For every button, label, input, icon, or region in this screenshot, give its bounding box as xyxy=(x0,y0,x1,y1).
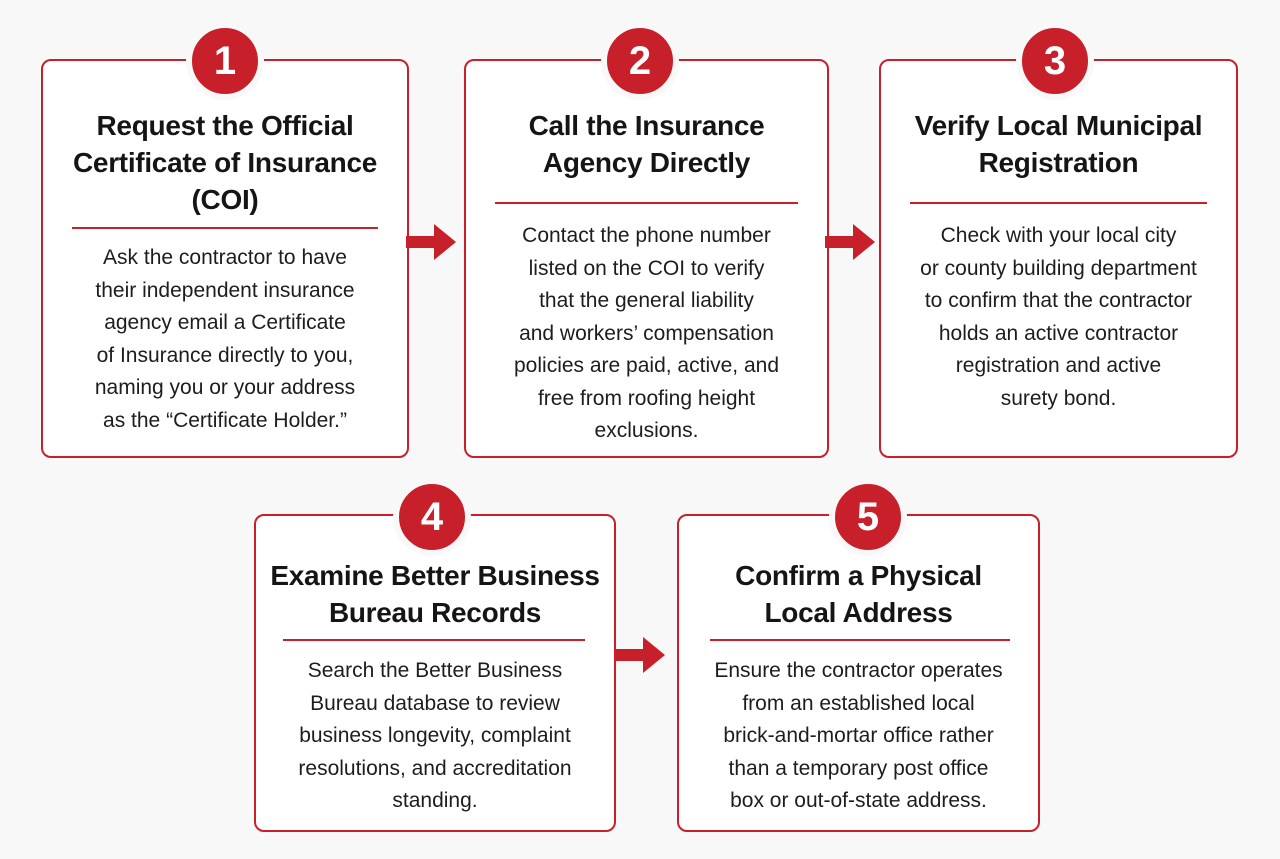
step-number-badge: 2 xyxy=(601,22,679,100)
step-divider xyxy=(910,202,1207,204)
step-title: Examine Better Business Bureau Records xyxy=(270,560,600,628)
step-divider xyxy=(495,202,798,204)
step-description: Contact the phone number listed on the C… xyxy=(514,224,779,442)
step-number-badge: 5 xyxy=(829,478,907,556)
step-number-badge: 1 xyxy=(186,22,264,100)
step-divider xyxy=(72,227,378,229)
step-description: Ensure the contractor operates from an e… xyxy=(714,659,1003,812)
step-title: Call the Insurance Agency Directly xyxy=(528,110,765,178)
step-divider xyxy=(283,639,585,641)
step-card-5: Confirm a Physical Local Address Ensure … xyxy=(677,514,1040,832)
step-description: Search the Better Business Bureau databa… xyxy=(298,659,572,812)
step-title: Request the Official Certificate of Insu… xyxy=(73,110,377,215)
step-card-3: Verify Local Municipal Registration Chec… xyxy=(879,59,1238,458)
step-card-1: Request the Official Certificate of Insu… xyxy=(41,59,409,458)
step-description: Check with your local city or county bui… xyxy=(920,224,1197,410)
step-number-badge: 3 xyxy=(1016,22,1094,100)
arrow-right-icon xyxy=(406,224,456,260)
step-description: Ask the contractor to have their indepen… xyxy=(94,246,356,432)
step-title: Confirm a Physical Local Address xyxy=(735,560,982,628)
step-card-4: Examine Better Business Bureau Records S… xyxy=(254,514,616,832)
arrow-right-icon xyxy=(825,224,875,260)
arrow-right-icon xyxy=(615,637,665,673)
step-title: Verify Local Municipal Registration xyxy=(914,110,1203,178)
step-divider xyxy=(710,639,1010,641)
step-number-badge: 4 xyxy=(393,478,471,556)
step-card-2: Call the Insurance Agency Directly Conta… xyxy=(464,59,829,458)
